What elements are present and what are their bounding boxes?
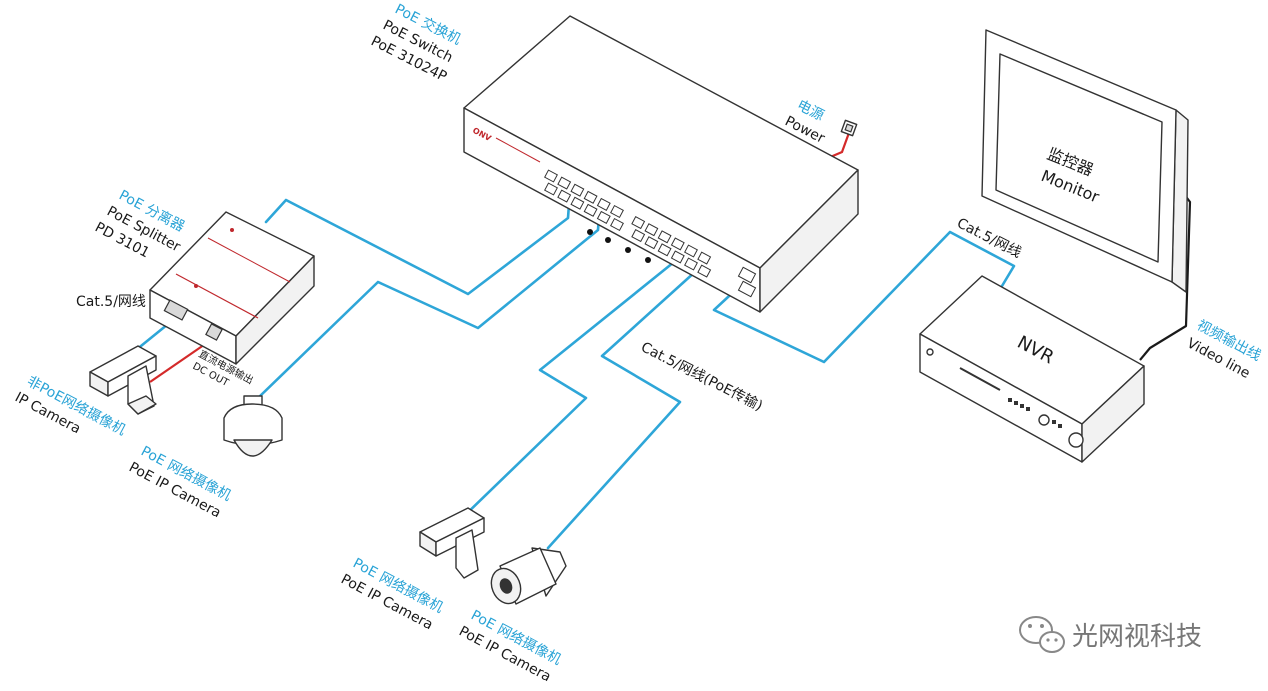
nvr-knob-large [1068,432,1084,448]
switch-port [544,169,558,183]
switch-port [557,176,572,190]
nvr-knob [1038,414,1050,426]
nvr-button [1058,424,1062,428]
nvr-button [1014,401,1018,405]
switch-ports [544,169,712,278]
switch-port [670,237,685,251]
monitor: 监控器 Monitor [981,29,1189,293]
splitter-rj45-port [163,299,189,321]
switch-labels: PoE 交换机 PoE Switch PoE 31024P [368,0,464,85]
switch-port [544,182,558,196]
switch-port [631,229,646,243]
wechat-icon [1019,616,1065,653]
switch-port [644,236,659,250]
poe-dome-camera [223,395,283,457]
uplink-port-2 [737,280,757,298]
switch-port [684,244,698,258]
nvr-button [1052,420,1056,424]
ip-camera-non-poe [89,345,157,415]
switch-port [697,264,712,278]
dot [625,247,631,253]
splitter-dc-port [205,323,223,341]
poe-box-camera [419,507,485,579]
switch-port [610,217,624,232]
switch-port [570,183,585,197]
switch-port [596,210,611,224]
label-cat5-splitter: Cat.5/网线 [76,294,146,310]
poe-splitter [149,211,315,365]
switch-port [697,251,712,265]
cable-switch-to-box-camera [458,236,688,522]
switch-port [657,230,672,244]
bullet-camera-lens-inner [499,578,513,594]
switch-port [583,203,598,217]
poe-bullet-camera [490,547,567,605]
ellipsis-dots [587,229,651,263]
switch-port [670,250,685,264]
splitter-indicator [230,228,234,232]
poe-switch: ONV [463,15,859,313]
nvr-buttons [1008,398,1062,428]
watermark: 光网视科技 [1019,616,1202,653]
switch-port [570,196,585,210]
cable-switch-to-bullet-camera [546,244,710,550]
dot [587,229,593,235]
dot [645,257,651,263]
switch-port [596,197,611,211]
uplink-port-1 [737,266,757,284]
switch-port [610,204,624,219]
nvr-button [1008,398,1012,402]
cable-switch-to-dome-camera [256,198,602,400]
splitter-red-stripe-2 [207,237,291,283]
power-socket-icon [840,119,858,137]
dot [605,237,611,243]
switch-port [684,257,698,271]
switch-port [557,189,572,203]
nvr-disk-slot [959,367,1001,391]
switch-port [644,223,659,237]
splitter-red-stripe [175,273,259,319]
label-cat5-poe: Cat.5/网线(PoE传输) [638,339,765,414]
cable-switch-to-nvr [712,230,1016,364]
watermark-text: 光网视科技 [1072,622,1202,652]
splitter-indicator [194,284,198,288]
nvr-button [1020,404,1024,408]
switch-port [583,190,598,204]
switch-port [657,243,672,257]
nvr: NVR [919,275,1145,463]
nvr-power-indicator [926,348,934,356]
switch-front-stripe [495,137,541,163]
nvr-button [1026,407,1030,411]
cable-video-line [1139,193,1192,361]
switch-port [631,216,646,230]
